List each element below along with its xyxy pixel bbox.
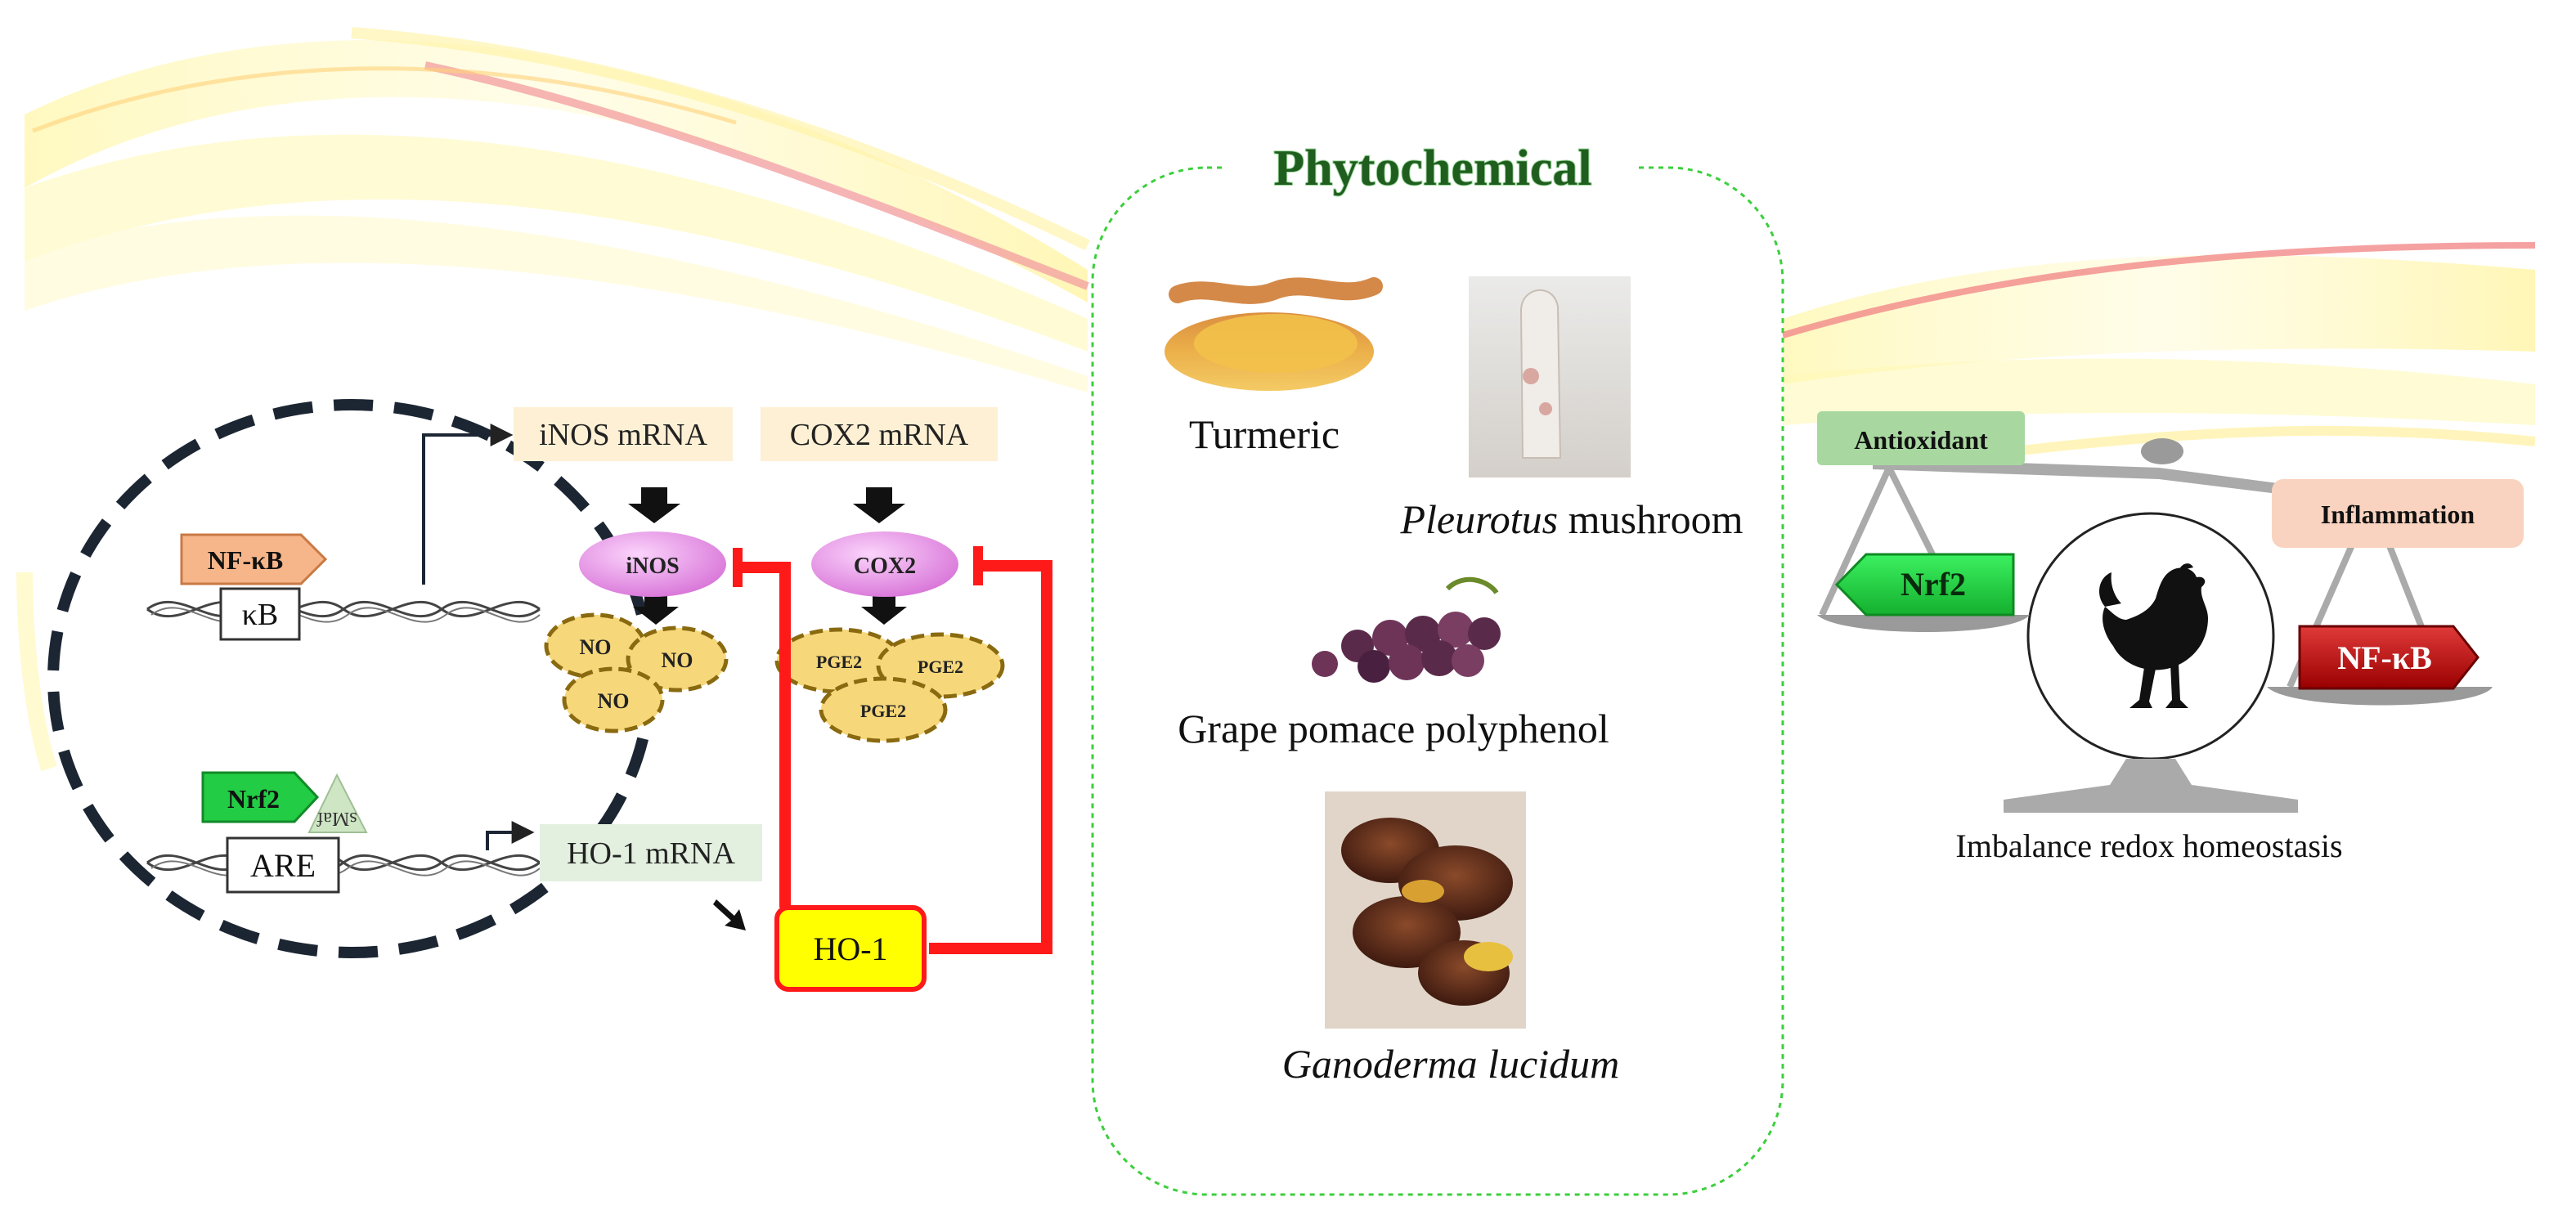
nrf2-tag-label: Nrf2 (227, 784, 280, 814)
kb-site-label: κB (242, 598, 279, 632)
nrf2-tag (201, 771, 320, 823)
phytochemical-title: Phytochemical (1273, 141, 1591, 196)
pathway-panel: κB NF-κB ARE Nrf2 sMaf iNOS mRNA COX2 mR… (47, 399, 1052, 992)
ho1-inhibition-lines (738, 560, 1052, 954)
are-site-label: ARE (250, 847, 316, 884)
cox2-mrna-box (761, 407, 998, 461)
ho1-inhibits-cox2-line (929, 560, 1052, 954)
ho1-mrna-box (540, 824, 762, 881)
nrf2-transcription-arrow (486, 821, 535, 850)
inos-enzyme (579, 531, 726, 597)
left-pan-string (1819, 466, 1892, 616)
cox2-enzyme-label: COX2 (854, 554, 916, 579)
nfkb-tag (180, 533, 328, 585)
antioxidant-label: Antioxidant (1854, 425, 1988, 455)
ganoderma-image (1325, 791, 1526, 1029)
are-site-box (226, 836, 340, 894)
no-products: NO NO NO (544, 612, 729, 733)
ho1-protein-label: HO-1 (813, 930, 887, 967)
turmeric-image (1165, 277, 1383, 391)
no-product-label: NO (662, 648, 693, 672)
pge2-product-label: PGE2 (918, 657, 963, 677)
pleurotus-rest-text: mushroom (1558, 496, 1744, 542)
pleurotus-italic-text: Pleurotus (1400, 496, 1559, 542)
inos-to-no-arrow (633, 594, 679, 625)
right-pan (2267, 687, 2493, 706)
smaf-label: sMaf (316, 808, 357, 829)
kb-site-box (219, 587, 301, 641)
pleurotus-mushroom-image (1469, 276, 1631, 477)
no-product-label: NO (598, 689, 630, 713)
inos-inhibition-bar (733, 548, 743, 587)
inos-mrna-box (514, 407, 733, 461)
no-product-label: NO (580, 635, 612, 659)
smaf-triangle (307, 773, 368, 833)
ho1-mrna-label: HO-1 mRNA (567, 836, 735, 871)
balance-nrf2-label: Nrf2 (1901, 566, 1966, 603)
inos-mrna-to-enzyme-arrow (628, 487, 680, 523)
ho1-mrna-to-protein-arrow (713, 899, 746, 930)
chicken-icon (2099, 563, 2208, 708)
balance-nfkb-label: NF-κB (2337, 639, 2432, 676)
pge2-product-label: PGE2 (860, 701, 906, 721)
no-product (626, 625, 729, 693)
pge2-product (819, 676, 948, 743)
cox2-inhibition-bar (973, 546, 983, 585)
inflammation-label: Inflammation (2321, 500, 2475, 529)
title-backdrop (1227, 139, 1636, 200)
ganoderma-label: Ganoderma lucidum (1282, 1041, 1619, 1087)
background-waves (16, 27, 2536, 772)
ho1-protein-box (774, 905, 927, 992)
turmeric-label: Turmeric (1189, 411, 1340, 457)
grape-image (1312, 576, 1501, 683)
ho1-inhibits-inos-line (738, 562, 791, 908)
inos-mrna-label: iNOS mRNA (539, 418, 707, 452)
pleurotus-label: Pleurotus mushroom (1400, 496, 1744, 542)
balance-pivot (2141, 438, 2183, 464)
pge2-product-label: PGE2 (816, 652, 862, 672)
cox2-mrna-label: COX2 mRNA (790, 418, 969, 452)
balance-base (2004, 759, 2298, 813)
inflammation-box (2272, 479, 2524, 548)
nfkb-tag-label: NF-κB (208, 545, 283, 575)
phytochemical-panel: Phytochemical Turmeric Pleurotus mushroo… (1091, 139, 1784, 1196)
balance-caption: Imbalance redox homeostasis (1955, 827, 2342, 864)
left-pan (1817, 615, 2030, 632)
cox2-enzyme (811, 531, 958, 597)
antioxidant-box (1817, 411, 2025, 465)
dna-strand-kb (146, 600, 541, 623)
pge2-product (876, 632, 1005, 699)
grape-label: Grape pomace polyphenol (1178, 706, 1609, 751)
balance-nfkb-tag (2298, 625, 2480, 690)
cox2-mrna-to-enzyme-arrow (853, 487, 905, 523)
balance-beam (1873, 458, 2372, 505)
balance-nrf2-tag (1834, 553, 2015, 616)
pge2-products: PGE2 PGE2 PGE2 (774, 627, 1005, 743)
nfkb-transcription-arrow (422, 424, 514, 585)
cox2-to-pge2-arrow (861, 594, 907, 625)
no-product (562, 666, 665, 733)
inos-enzyme-label: iNOS (626, 554, 679, 579)
redox-balance-panel: Antioxidant Inflammation Nrf2 NF-κB Imba… (1817, 411, 2524, 864)
dna-strand-are (146, 854, 541, 877)
